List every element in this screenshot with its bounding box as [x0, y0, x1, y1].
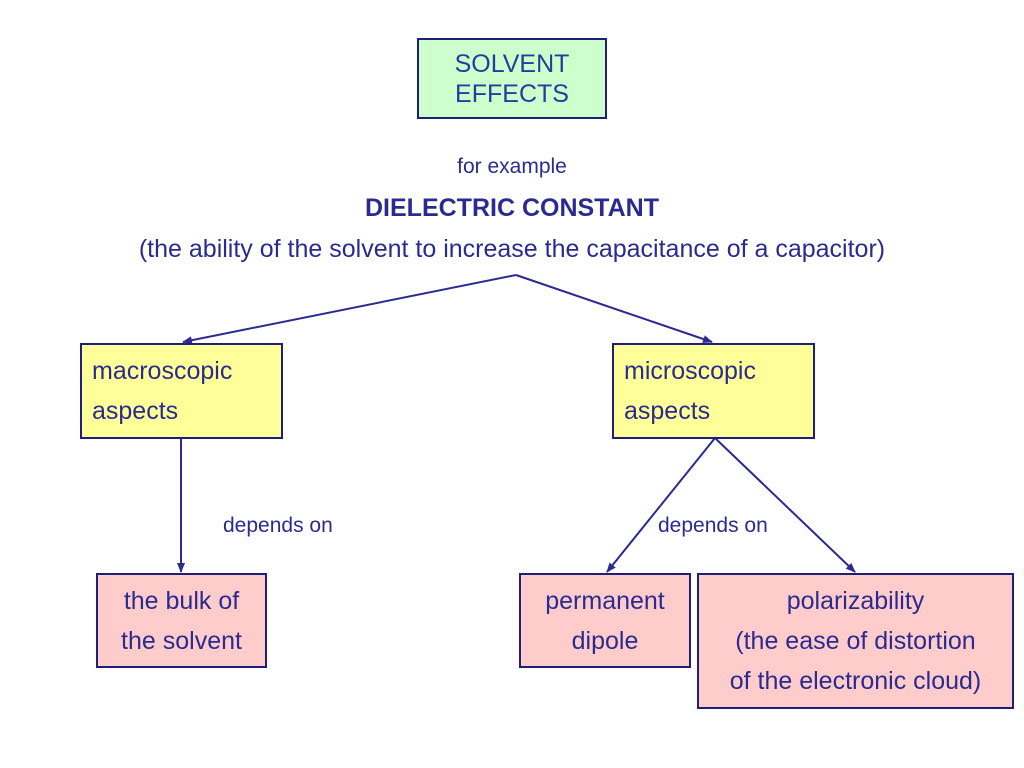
polarizability-line-1: polarizability	[786, 587, 925, 615]
arrow-to-dipole	[606, 437, 716, 573]
dipole-line-1: permanent	[545, 586, 665, 615]
arrow-to-polarizability	[714, 437, 856, 573]
title-line-2: EFFECTS	[455, 79, 569, 108]
bulk-of-solvent-box: the bulk of the solvent	[96, 573, 267, 668]
arrow-to-microscopic	[515, 274, 713, 343]
polarizability-line-3: of the electronic cloud)	[729, 667, 982, 695]
definition-text: (the ability of the solvent to increase …	[138, 235, 886, 263]
title-box: SOLVENT EFFECTS	[417, 38, 607, 119]
microscopic-line-1: microscopic	[624, 357, 756, 385]
title-line-1: SOLVENT	[454, 49, 570, 78]
dipole-line-2: dipole	[571, 626, 639, 655]
polarizability-line-2: (the ease of distortion	[735, 627, 976, 655]
polarizability-box: polarizability (the ease of distortion o…	[697, 573, 1014, 709]
microscopic-line-2: aspects	[624, 397, 711, 425]
microscopic-aspects-box: microscopic aspects	[612, 343, 815, 439]
edge-label-depends-on-right: depends on	[658, 514, 768, 537]
intro-text: for example	[457, 155, 567, 178]
permanent-dipole-box: permanent dipole	[519, 573, 691, 668]
heading-text: DIELECTRIC CONSTANT	[365, 194, 659, 222]
edge-label-depends-on-left: depends on	[223, 514, 333, 537]
bulk-line-2: the solvent	[121, 626, 242, 655]
bulk-line-1: the bulk of	[123, 586, 240, 615]
macroscopic-line-2: aspects	[92, 397, 179, 425]
arrow-to-macroscopic	[182, 274, 517, 345]
macroscopic-line-1: macroscopic	[92, 357, 233, 385]
macroscopic-aspects-box: macroscopic aspects	[80, 343, 283, 439]
